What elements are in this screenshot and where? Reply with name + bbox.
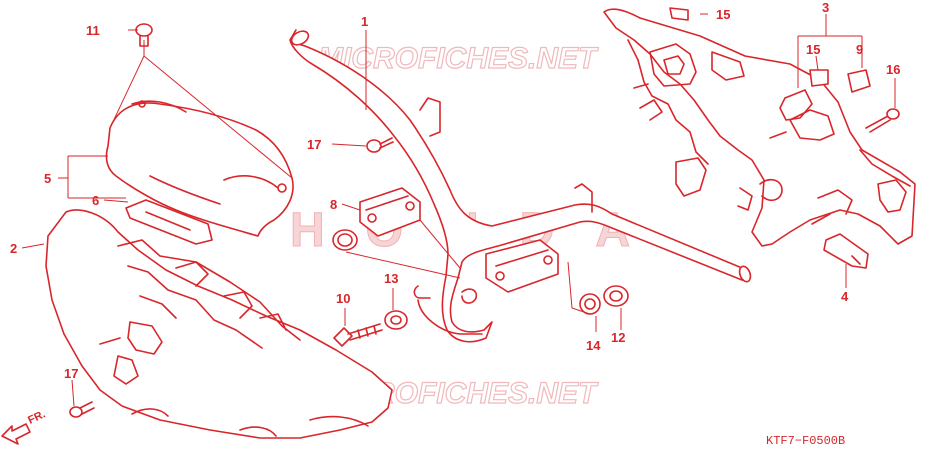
callout-11: 11 — [86, 23, 100, 38]
front-direction-indicator: FR. — [1, 408, 47, 445]
screw-part-16 — [865, 108, 900, 133]
diagram-code: KTF7−F0500B — [766, 434, 845, 448]
callout-12: 12 — [611, 330, 625, 345]
collar-part-13 — [384, 310, 408, 330]
callout-8: 8 — [330, 197, 337, 212]
clip-part-15-right — [809, 69, 829, 87]
callout-2: 2 — [10, 241, 17, 256]
callout-5: 5 — [44, 171, 51, 186]
collar-part-12 — [603, 285, 629, 307]
gasket-detail — [145, 211, 191, 231]
front-top-cover — [105, 100, 294, 237]
callout-3: 3 — [822, 0, 829, 15]
callout-10: 10 — [336, 291, 350, 306]
front-label: FR. — [26, 408, 47, 426]
callout-17-upper: 17 — [307, 137, 321, 152]
callout-15-right: 15 — [806, 42, 820, 57]
watermark-site-top: MICROFICHES.NET — [318, 42, 599, 75]
callout-14: 14 — [586, 338, 601, 353]
lid-part-4 — [823, 233, 869, 269]
handlebar-pipe — [289, 29, 752, 343]
rear-handlebar-cover — [603, 8, 916, 247]
callout-6: 6 — [92, 193, 99, 208]
screw-part-17-lower — [69, 401, 95, 418]
front-arrow-icon — [1, 423, 31, 445]
leader-lines — [21, 13, 896, 407]
callout-4: 4 — [841, 289, 849, 304]
bolt-part-10 — [333, 323, 383, 347]
cap-part-9 — [847, 69, 871, 93]
callout-13: 13 — [384, 271, 398, 286]
clip-part-15-top — [669, 7, 689, 21]
bracket-part-8 — [359, 187, 421, 237]
callout-17-lower: 17 — [64, 366, 78, 381]
grommet-left — [332, 229, 358, 251]
callout-1: 1 — [361, 14, 368, 29]
screw-part-17-upper — [366, 137, 394, 153]
callout-15-top: 15 — [716, 7, 730, 22]
callout-16: 16 — [886, 62, 900, 77]
front-lower-cover — [45, 209, 393, 439]
callout-9: 9 — [856, 42, 863, 57]
grommet-part-14 — [579, 293, 601, 315]
callout-labels: 11 1 3 15 15 9 16 17 5 6 8 2 13 4 10 12 … — [10, 0, 900, 381]
bracket-lower — [485, 239, 559, 293]
